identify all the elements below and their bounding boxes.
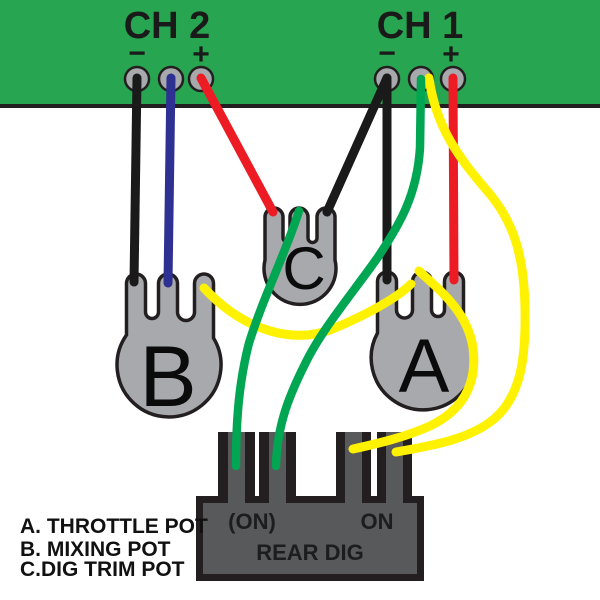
wire-ch2-mid-to-pot-b-middle [163, 73, 176, 288]
ch2-minus-sign: − [128, 37, 146, 70]
ch1-plus-sign: + [442, 38, 460, 71]
wire-pot-a-middle-to-switch-pin3 [348, 266, 479, 454]
wire-ch1-neg-to-pot-c-right [322, 73, 392, 217]
rear-dig-switch: (ON) ON REAR DIG [196, 432, 424, 581]
legend-dig-trim-pot: C.DIG TRIM POT [20, 558, 185, 581]
legend-mixing-pot: B. MIXING POT [20, 538, 171, 561]
switch-name-label: REAR DIG [256, 540, 364, 565]
pot-c-body [262, 206, 338, 307]
wire-ch1-pos-to-pot-a-right [448, 73, 459, 285]
receiver-board [0, 0, 600, 104]
wire-ch1-mid-to-switch-pin4 [391, 73, 530, 457]
wire-ch2-pos-to-pot-c-left [196, 73, 278, 217]
switch-left-position-label: (ON) [228, 509, 276, 534]
ch2-header: CH 2 [124, 5, 211, 47]
switch-body [203, 503, 417, 574]
pot-b-body [115, 272, 223, 419]
legend: A. THROTTLE POT B. MIXING POT C.DIG TRIM… [20, 515, 208, 581]
pot-a-letter: A [399, 324, 450, 409]
switch-right-position-label: ON [361, 509, 394, 534]
pot-b-letter: B [139, 329, 196, 425]
legend-throttle-pot: A. THROTTLE POT [20, 515, 208, 538]
wire-ch1-mid-to-switch-pin2 [271, 74, 426, 471]
ch1-minus-sign: − [378, 37, 396, 70]
ch2-plus-sign: + [192, 38, 210, 71]
receiver-board-edge [0, 104, 600, 108]
ch1-header: CH 1 [377, 5, 464, 47]
wire-ch2-neg-to-pot-b-left [129, 73, 142, 287]
wire-pot-c-middle-to-switch-pin1 [231, 206, 304, 471]
